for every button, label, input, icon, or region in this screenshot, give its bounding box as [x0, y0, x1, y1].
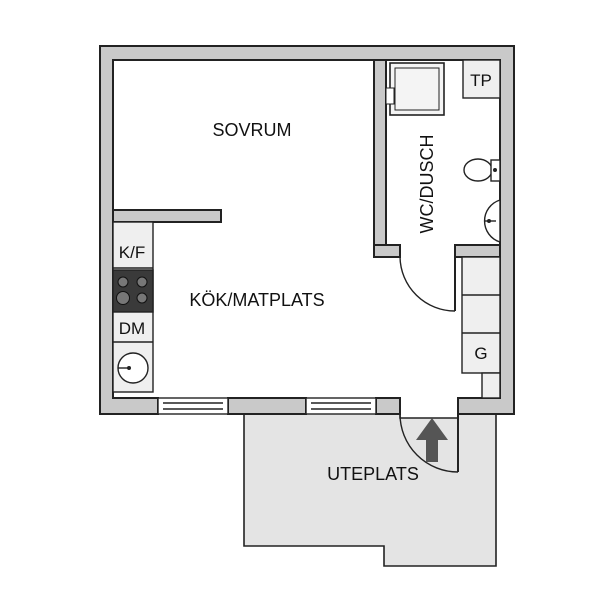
bathroom-label: WC/DUSCH: [417, 135, 437, 234]
bathroom-sink-icon: [483, 199, 501, 243]
stove-icon: [112, 269, 154, 313]
patio-label: UTEPLATS: [327, 464, 419, 484]
dishwasher-label: DM: [119, 319, 145, 338]
window-right: [305, 397, 377, 415]
bathroom-door: [399, 256, 456, 312]
exterior-walls: [99, 45, 515, 415]
dryer-label: TP: [470, 71, 492, 90]
wardrobe-label: G: [474, 344, 487, 363]
bedroom-label: SOVRUM: [212, 120, 291, 140]
entrance-arrow-icon: [416, 418, 448, 462]
fridge-freezer-label: K/F: [119, 243, 145, 262]
kitchen-counter: [112, 221, 154, 393]
wardrobe-column: [461, 256, 501, 399]
window-left: [157, 397, 229, 415]
dryer: [462, 59, 501, 99]
shower: [385, 62, 445, 116]
entrance-door: [399, 413, 459, 473]
toilet-icon: [463, 158, 501, 182]
kitchen-dining-label: KÖK/MATPLATS: [189, 290, 324, 310]
interior-walls: [112, 59, 501, 258]
